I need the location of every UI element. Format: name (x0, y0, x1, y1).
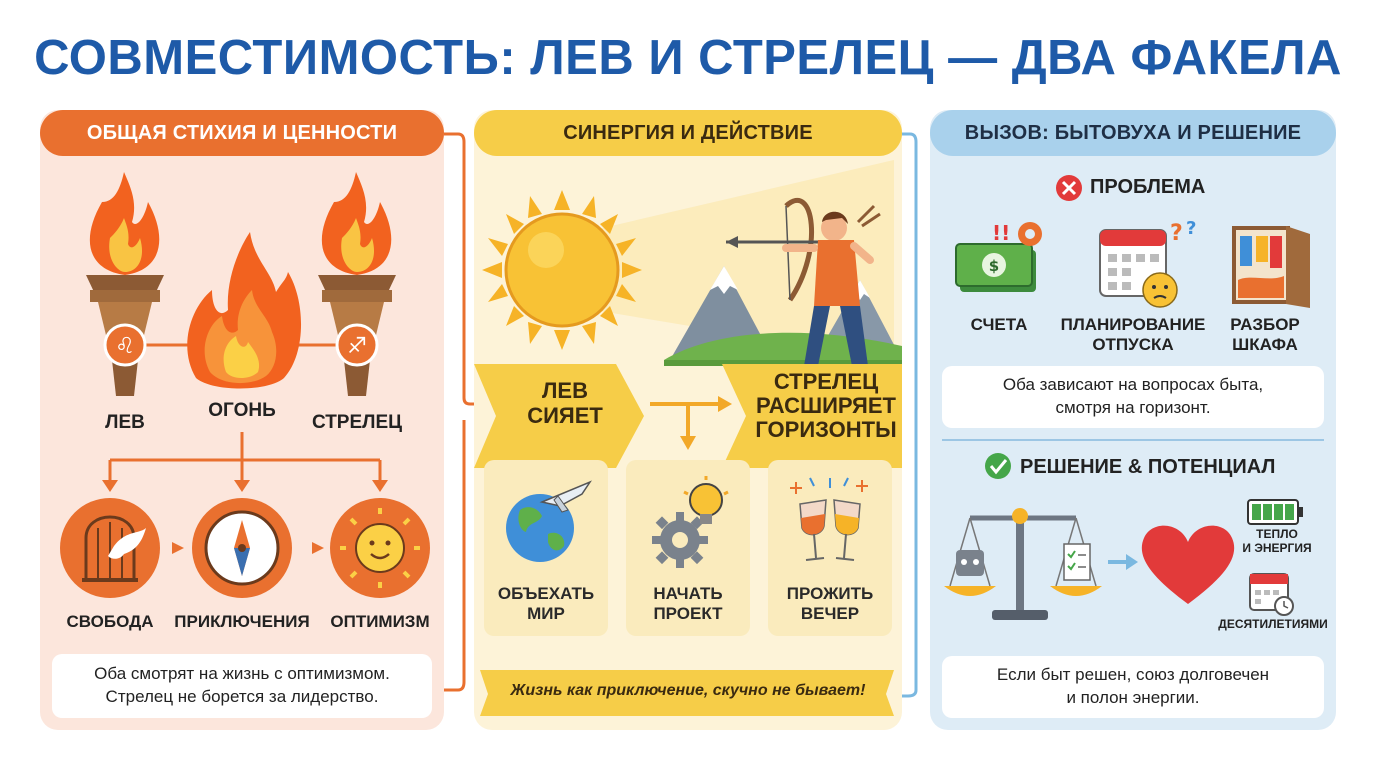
page-title: СОВМЕСТИМОСТЬ: ЛЕВ И СТРЕЛЕЦ — ДВА ФАКЕЛ… (34, 31, 1342, 85)
money-bill-icon: $ !! (955, 221, 1042, 292)
panel-synergy: СИНЕРГИЯ И ДЕЙСТВИЕ (474, 110, 902, 730)
label-warmth: ТЕПЛО И ЭНЕРГИЯ (1232, 527, 1322, 556)
label-sag-expands: СТРЕЛЕЦ РАСШИРЯЕТ ГОРИЗОНТЫ (750, 369, 902, 443)
svg-text:♐: ♐ (347, 334, 367, 359)
label-bills: СЧЕТА (936, 315, 1062, 335)
synergy-graphics (474, 160, 902, 716)
label-travel-line2: МИР (527, 603, 565, 623)
gear-lightbulb-icon (652, 476, 729, 568)
label-sag-line1: СТРЕЛЕЦ (773, 369, 879, 394)
balance-scale-icon (944, 508, 1102, 620)
left-note: Оба смотрят на жизнь с оптимизмом. Стрел… (52, 654, 432, 718)
sun-icon (482, 190, 642, 350)
problem-note: Оба зависают на вопросах быта, смотря на… (942, 366, 1324, 428)
left-note-line1: Оба смотрят на жизнь с оптимизмом. (94, 664, 390, 684)
calendar-clock-icon (1249, 573, 1294, 616)
label-sagittarius: СТРЕЛЕЦ (311, 412, 403, 433)
smiling-sun-icon (330, 498, 430, 598)
sagittarius-sign-icon: ♐ (335, 323, 379, 367)
banner-ribbon (480, 670, 894, 716)
archer-icon (726, 197, 881, 366)
label-decades: ДЕСЯТИЛЕТИЯМИ (1218, 617, 1328, 631)
label-project-line1: НАЧАТЬ (653, 584, 723, 603)
label-warmth-line1: ТЕПЛО (1256, 527, 1298, 541)
label-vacation-line2: ОТПУСКА (1092, 334, 1174, 354)
panel-challenge: ВЫЗОВ: БЫТОВУХА И РЕШЕНИЕ $ !! (930, 110, 1336, 730)
check-icon (985, 453, 1011, 479)
label-travel: ОБЪЕХАТЬ МИР (484, 584, 608, 623)
activity-card-evening: ПРОЖИТЬ ВЕЧЕР (768, 460, 892, 636)
label-evening-line1: ПРОЖИТЬ (786, 584, 874, 603)
solution-note-line2: и полон энергии. (1066, 688, 1200, 707)
svg-text:♌: ♌ (115, 334, 135, 359)
solution-note: Если быт решен, союз долговечен и полон … (942, 656, 1324, 718)
panel-header-synergy: СИНЕРГИЯ И ДЕЙСТВИЕ (474, 110, 902, 156)
ribbon-sagittarius (722, 364, 902, 468)
label-warmth-line2: И ЭНЕРГИЯ (1242, 540, 1312, 555)
label-optimism: ОПТИМИЗМ (330, 612, 430, 631)
leo-sign-icon: ♌ (103, 323, 147, 367)
label-leo-shines-line2: СИЯЕТ (527, 403, 603, 429)
solution-title: РЕШЕНИЕ & ПОТЕНЦИАЛ (1020, 456, 1276, 478)
banner-text: Жизнь как приключение, скучно не бывает! (510, 682, 866, 699)
problem-note-line1: Оба зависают на вопросах быта, (1002, 375, 1264, 395)
label-sag-line2: РАСШИРЯЕТ (756, 393, 896, 419)
problem-title: ПРОБЛЕМА (1090, 176, 1206, 198)
solution-note-line1: Если быт решен, союз долговечен (996, 665, 1270, 685)
label-freedom: СВОБОДА (66, 612, 154, 631)
globe-plane-icon (506, 480, 592, 562)
problem-note-line2: смотря на горизонт. (1055, 398, 1211, 417)
bird-cage-icon (60, 498, 160, 598)
label-evening: ПРОЖИТЬ ВЕЧЕР (768, 584, 892, 623)
wine-glasses-icon (790, 477, 868, 561)
label-vacation-line1: ПЛАНИРОВАНИЕ (1060, 315, 1206, 334)
challenge-graphics: $ !! ? ? (942, 175, 1324, 620)
panel-header-challenge: ВЫЗОВ: БЫТОВУХА И РЕШЕНИЕ (930, 110, 1336, 156)
svg-text:?: ? (1170, 221, 1183, 246)
svg-text:?: ? (1186, 218, 1196, 239)
calendar-confused-icon: ? ? (1099, 218, 1196, 308)
shared-element-graphics: ♌ ♐ (60, 172, 430, 598)
left-note-line2: Стрелец не борется за лидерство. (105, 687, 379, 706)
label-evening-line2: ВЕЧЕР (800, 603, 860, 623)
label-sag-line3: ГОРИЗОНТЫ (755, 417, 897, 443)
battery-icon (1247, 499, 1303, 525)
svg-text:!!: !! (992, 221, 1010, 245)
label-adventures: ПРИКЛЮЧЕНИЯ (174, 612, 310, 631)
svg-text:$: $ (989, 257, 999, 275)
label-project-line2: ПРОЕКТ (653, 603, 723, 623)
compass-icon (192, 498, 292, 598)
panel-header-shared-element: ОБЩАЯ СТИХИЯ И ЦЕННОСТИ (40, 110, 444, 156)
label-wardrobe-line1: РАЗБОР (1230, 315, 1300, 334)
label-travel-line1: ОБЪЕХАТЬ (497, 584, 595, 603)
label-vacation: ПЛАНИРОВАНИЕ ОТПУСКА (1058, 315, 1208, 354)
heart-icon (1141, 525, 1235, 604)
label-wardrobe: РАЗБОР ШКАФА (1210, 315, 1320, 354)
label-leo: ЛЕВ (105, 412, 145, 433)
panel-shared-element: ОБЩАЯ СТИХИЯ И ЦЕННОСТИ ♌ (40, 110, 444, 730)
wardrobe-icon (1232, 226, 1310, 308)
ribbon-leo (474, 364, 644, 468)
label-fire: ОГОНЬ (208, 400, 276, 421)
branch-arrows (108, 432, 382, 482)
label-leo-shines: ЛЕВ СИЯЕТ (510, 378, 620, 429)
label-bills-line1: СЧЕТА (970, 315, 1028, 334)
label-project: НАЧАТЬ ПРОЕКТ (626, 584, 750, 623)
fire-icon (187, 232, 302, 389)
label-leo-shines-line1: ЛЕВ (542, 378, 588, 403)
activity-card-travel: ОБЪЕХАТЬ МИР (484, 460, 608, 636)
label-wardrobe-line2: ШКАФА (1232, 334, 1298, 354)
cross-icon (1056, 175, 1082, 201)
activity-card-project: НАЧАТЬ ПРОЕКТ (626, 460, 750, 636)
